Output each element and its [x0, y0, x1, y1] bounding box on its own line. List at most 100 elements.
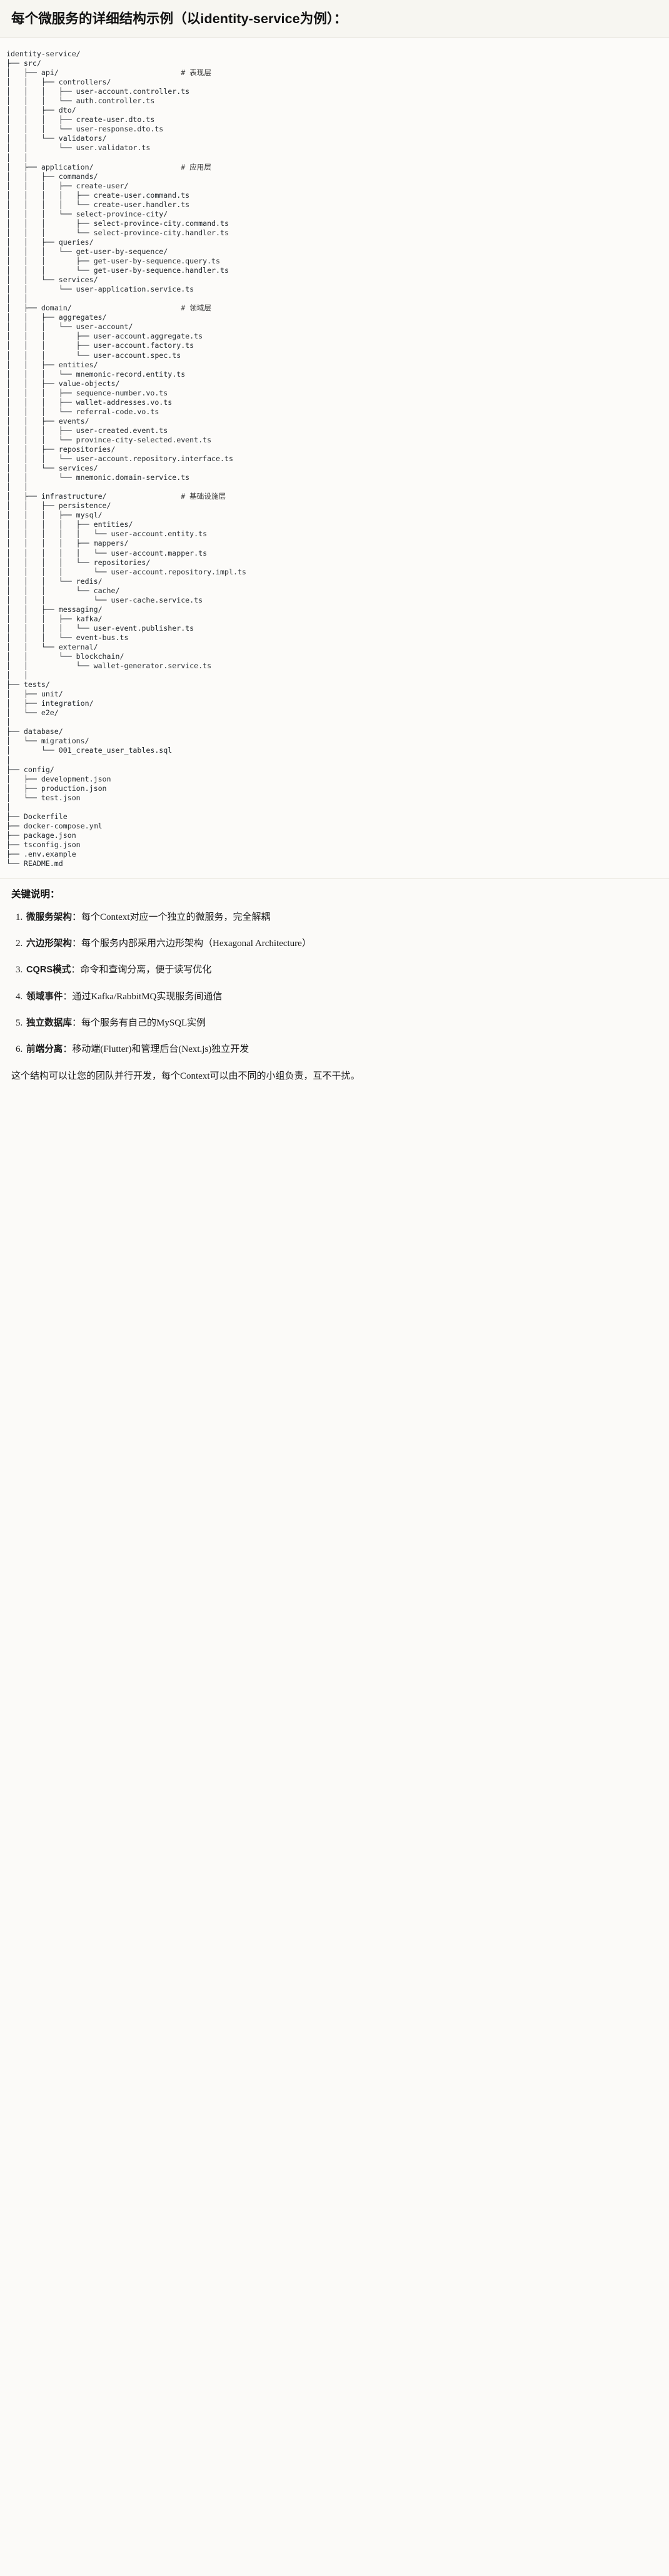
- key-point-term: 六边形架构: [26, 939, 72, 949]
- tree-line-path: │ │ ├── aggregates/: [6, 313, 107, 322]
- directory-tree-code-block: identity-service/├── src/│ ├── api/ # 表现…: [0, 38, 669, 880]
- key-point-description: ：每个Context对应一个独立的微服务，完全解耦: [71, 912, 271, 922]
- tree-line: │ │ │ │ └── user-event.publisher.ts: [6, 624, 669, 633]
- tree-line: identity-service/: [6, 49, 669, 59]
- tree-line-path: │ │ │ ├── create-user/: [6, 181, 129, 190]
- tree-line: │ │ ├── controllers/: [6, 78, 669, 87]
- tree-line: │ │ │ └── user-account.repository.interf…: [6, 454, 669, 464]
- document-page: 每个微服务的详细结构示例（以identity-service为例）： ident…: [0, 0, 669, 1098]
- tree-line: ├── package.json: [6, 831, 669, 840]
- key-point-description: ：移动端(Flutter)和管理后台(Next.js)独立开发: [63, 1044, 249, 1055]
- key-point-item: 前端分离：移动端(Flutter)和管理后台(Next.js)独立开发: [25, 1042, 658, 1057]
- tree-line: │ │ │ ├── get-user-by-sequence.query.ts: [6, 257, 669, 266]
- tree-line-path: │ │ │ └── get-user-by-sequence/: [6, 247, 168, 256]
- tree-line: ├── tsconfig.json: [6, 840, 669, 850]
- tree-line: │ │ │ └── cache/: [6, 586, 669, 596]
- tree-line-path: │ │ │ ├── kafka/: [6, 614, 103, 623]
- tree-line: │ │ │ └── user-account.spec.ts: [6, 351, 669, 360]
- tree-line: │ │ │ └── mnemonic-record.entity.ts: [6, 370, 669, 379]
- tree-line-path: │ │ │ ├── user-account.aggregate.ts: [6, 332, 203, 341]
- directory-tree: identity-service/├── src/│ ├── api/ # 表现…: [6, 49, 669, 868]
- key-points-title: 关键说明：: [11, 889, 60, 900]
- tree-line-path: │ │ │ └── user-account.repository.interf…: [6, 454, 233, 464]
- tree-line-path: │ │ │ │ │ └── user-account.mapper.ts: [6, 548, 208, 557]
- tree-line-comment: # 应用层: [181, 162, 211, 171]
- tree-line: │: [6, 756, 669, 765]
- tree-line-comment: # 表现层: [181, 68, 211, 78]
- tree-line: ├── config/: [6, 765, 669, 775]
- tree-line-path: ├── database/: [6, 727, 63, 736]
- tree-line-path: │ │ │ ├── sequence-number.vo.ts: [6, 388, 168, 397]
- tree-line: │ ├── development.json: [6, 775, 669, 784]
- tree-line: │ │ │ │ └── create-user.handler.ts: [6, 200, 669, 210]
- tree-line-path: │ │ │ │ └── repositories/: [6, 557, 151, 567]
- tree-line-path: │ │ │ └── event-bus.ts: [6, 633, 129, 642]
- tree-line-path: │ │ │ └── user-response.dto.ts: [6, 125, 164, 134]
- tree-line-path: │ │ └── services/: [6, 275, 98, 285]
- tree-line-path: │ └── e2e/: [6, 708, 59, 718]
- tree-line-path: │ │: [6, 671, 28, 680]
- tree-line-path: │ │ │ ├── get-user-by-sequence.query.ts: [6, 257, 221, 266]
- tree-line-path: │ └── test.json: [6, 793, 81, 802]
- tree-line-path: │ │ │ │ ├── mappers/: [6, 539, 129, 548]
- tree-line: │ ├── application/ # 应用层: [6, 163, 669, 172]
- tree-line-path: │ │ │ ├── user-account.controller.ts: [6, 87, 190, 96]
- key-point-term: 微服务架构: [26, 912, 72, 922]
- tree-line: │ │ ├── aggregates/: [6, 313, 669, 322]
- tree-line: │ │ ├── entities/: [6, 360, 669, 370]
- key-point-description: ：命令和查询分离，便于读写优化: [71, 965, 212, 975]
- tree-line: │ ├── production.json: [6, 784, 669, 793]
- tree-line-path: │ │ ├── messaging/: [6, 604, 103, 614]
- page-title: 每个微服务的详细结构示例（以identity-service为例）：: [0, 0, 669, 39]
- tree-line-path: │: [6, 755, 11, 765]
- closing-paragraph: 这个结构可以让您的团队并行开发，每个Context可以由不同的小组负责，互不干扰…: [11, 1071, 360, 1082]
- tree-line-comment: # 领域层: [181, 303, 211, 313]
- tree-line-path: │ │ ├── events/: [6, 416, 89, 425]
- tree-line-path: │ ├── application/: [6, 162, 94, 171]
- key-point-item: 领域事件：通过Kafka/RabbitMQ实现服务间通信: [25, 990, 658, 1004]
- tree-line-path: │ │ ├── entities/: [6, 360, 98, 369]
- tree-line: │ │ │ ├── user-account.factory.ts: [6, 341, 669, 350]
- tree-line-path: │ └── 001_create_user_tables.sql: [6, 746, 173, 755]
- tree-line-path: │ │ │ └── redis/: [6, 576, 103, 586]
- tree-line: │ └── 001_create_user_tables.sql: [6, 746, 669, 755]
- tree-line-path: │ │ │ │ └── user-event.publisher.ts: [6, 623, 194, 633]
- tree-line: ├── .env.example: [6, 850, 669, 859]
- tree-line: │ │ │ │ ├── create-user.command.ts: [6, 191, 669, 200]
- tree-line: │ │: [6, 153, 669, 163]
- tree-line-path: │ │ └── validators/: [6, 134, 107, 143]
- tree-line: │ │ └── blockchain/: [6, 652, 669, 661]
- tree-line-path: │ │ └── user.validator.ts: [6, 143, 151, 153]
- tree-line: │ │ │ └── province-city-selected.event.t…: [6, 435, 669, 445]
- tree-line-path: │ │ ├── queries/: [6, 237, 94, 247]
- tree-line-path: │ │ └── services/: [6, 464, 98, 473]
- key-point-item: CQRS模式：命令和查询分离，便于读写优化: [25, 963, 658, 977]
- tree-line: │ │ │ ├── user-account.controller.ts: [6, 87, 669, 96]
- tree-line: │ │ │ └── redis/: [6, 577, 669, 586]
- tree-line-path: │ ├── api/: [6, 68, 59, 78]
- tree-line: │ │ └── services/: [6, 275, 669, 285]
- tree-line-path: │ │ │ └── get-user-by-sequence.handler.t…: [6, 266, 229, 275]
- tree-line-path: │ ├── integration/: [6, 699, 94, 708]
- tree-line: │ │ │ └── user-response.dto.ts: [6, 125, 669, 134]
- tree-line: │: [6, 718, 669, 727]
- key-point-item: 微服务架构：每个Context对应一个独立的微服务，完全解耦: [25, 910, 658, 925]
- tree-line: │ │ │ └── select-province-city.handler.t…: [6, 228, 669, 238]
- tree-line: │ ├── infrastructure/ # 基础设施层: [6, 492, 669, 501]
- tree-line-comment: # 基础设施层: [181, 492, 226, 501]
- tree-line-path: │ │ │ └── select-province-city/: [6, 209, 168, 218]
- tree-line: │ │ │ └── get-user-by-sequence.handler.t…: [6, 266, 669, 275]
- tree-line-path: │ │ ├── repositories/: [6, 444, 116, 454]
- tree-line-path: │ │ │ ├── user-created.event.ts: [6, 425, 168, 435]
- tree-line-path: │ │ │ │ └── create-user.handler.ts: [6, 200, 190, 209]
- key-point-item: 独立数据库：每个服务有自己的MySQL实例: [25, 1016, 658, 1031]
- tree-line-path: │ │ │ │ └── user-account.repository.impl…: [6, 567, 246, 576]
- tree-line: │ │ ├── persistence/: [6, 501, 669, 511]
- tree-line: └── README.md: [6, 859, 669, 868]
- tree-line: │ └── migrations/: [6, 736, 669, 746]
- tree-line: │ │ ├── events/: [6, 417, 669, 426]
- tree-line-path: │ │ │ │ ├── create-user.command.ts: [6, 190, 190, 200]
- tree-line-path: │ ├── domain/: [6, 303, 72, 313]
- tree-line-path: │ │: [6, 153, 28, 162]
- tree-line-path: ├── .env.example: [6, 850, 76, 858]
